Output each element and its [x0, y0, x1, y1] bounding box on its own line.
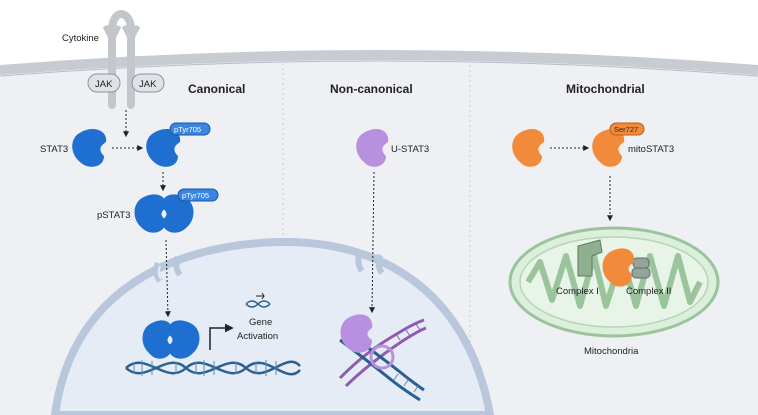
- stat3-label: STAT3: [40, 144, 68, 155]
- stat3-protein-icon: [134, 194, 167, 233]
- dashed-arrow-icon: [164, 239, 171, 318]
- ustat3-label: U-STAT3: [391, 144, 429, 155]
- stat3-protein-icon: [340, 314, 373, 353]
- phospho-tag-icon: pTyr705: [177, 188, 219, 202]
- dashed-arrow-icon: [369, 171, 376, 314]
- mitochondria-label: Mitochondria: [584, 346, 639, 357]
- pstat3-dimer: [134, 194, 194, 233]
- phospho-tag-icon: Ser727: [609, 122, 645, 136]
- stat3-protein-icon: [512, 128, 545, 167]
- complex-i-icon: [577, 239, 603, 277]
- mitostat3-label: mitoSTAT3: [628, 144, 674, 155]
- dna-helix-icon: [125, 360, 301, 376]
- pstat3-label: pSTAT3: [97, 210, 130, 221]
- bound-pstat3-dimer: [142, 320, 200, 359]
- ptyr-tag-1: pTyr705: [174, 125, 201, 134]
- complex-ii-label: Complex II: [626, 286, 671, 297]
- cytokine-label: Cytokine: [62, 33, 99, 44]
- complex-i-label: Complex I: [556, 286, 599, 297]
- phospho-tag-icon: pTyr705: [169, 122, 211, 136]
- stat3-protein-icon: [356, 128, 389, 167]
- stat3-protein-icon: [592, 128, 625, 167]
- noncanonical-title: Non-canonical: [330, 82, 413, 96]
- gene-activation-line2: Activation: [237, 331, 278, 342]
- stat3-protein-icon: [602, 248, 635, 287]
- canonical-title: Canonical: [188, 82, 245, 96]
- complex-ii-icon: [631, 257, 651, 279]
- nuclear-pore: [153, 255, 183, 283]
- transcription-arrow-icon: [209, 323, 234, 350]
- jak-right-label: JAK: [139, 79, 157, 90]
- dna-helix-icon: [245, 292, 271, 308]
- stat3-protein-icon: [161, 194, 194, 233]
- nuclear-pore: [355, 251, 385, 275]
- mitochondrial-title: Mitochondrial: [566, 82, 645, 96]
- ptyr-tag-2: pTyr705: [182, 191, 209, 200]
- jak-icon: JAK: [131, 73, 165, 93]
- stat3-protein-icon: [72, 128, 107, 167]
- jak-left-label: JAK: [95, 79, 113, 90]
- ser-tag: Ser727: [614, 125, 638, 134]
- stat3-protein-icon: [146, 128, 181, 167]
- gene-activation-line1: Gene: [249, 317, 272, 328]
- jak-icon: JAK: [87, 73, 121, 93]
